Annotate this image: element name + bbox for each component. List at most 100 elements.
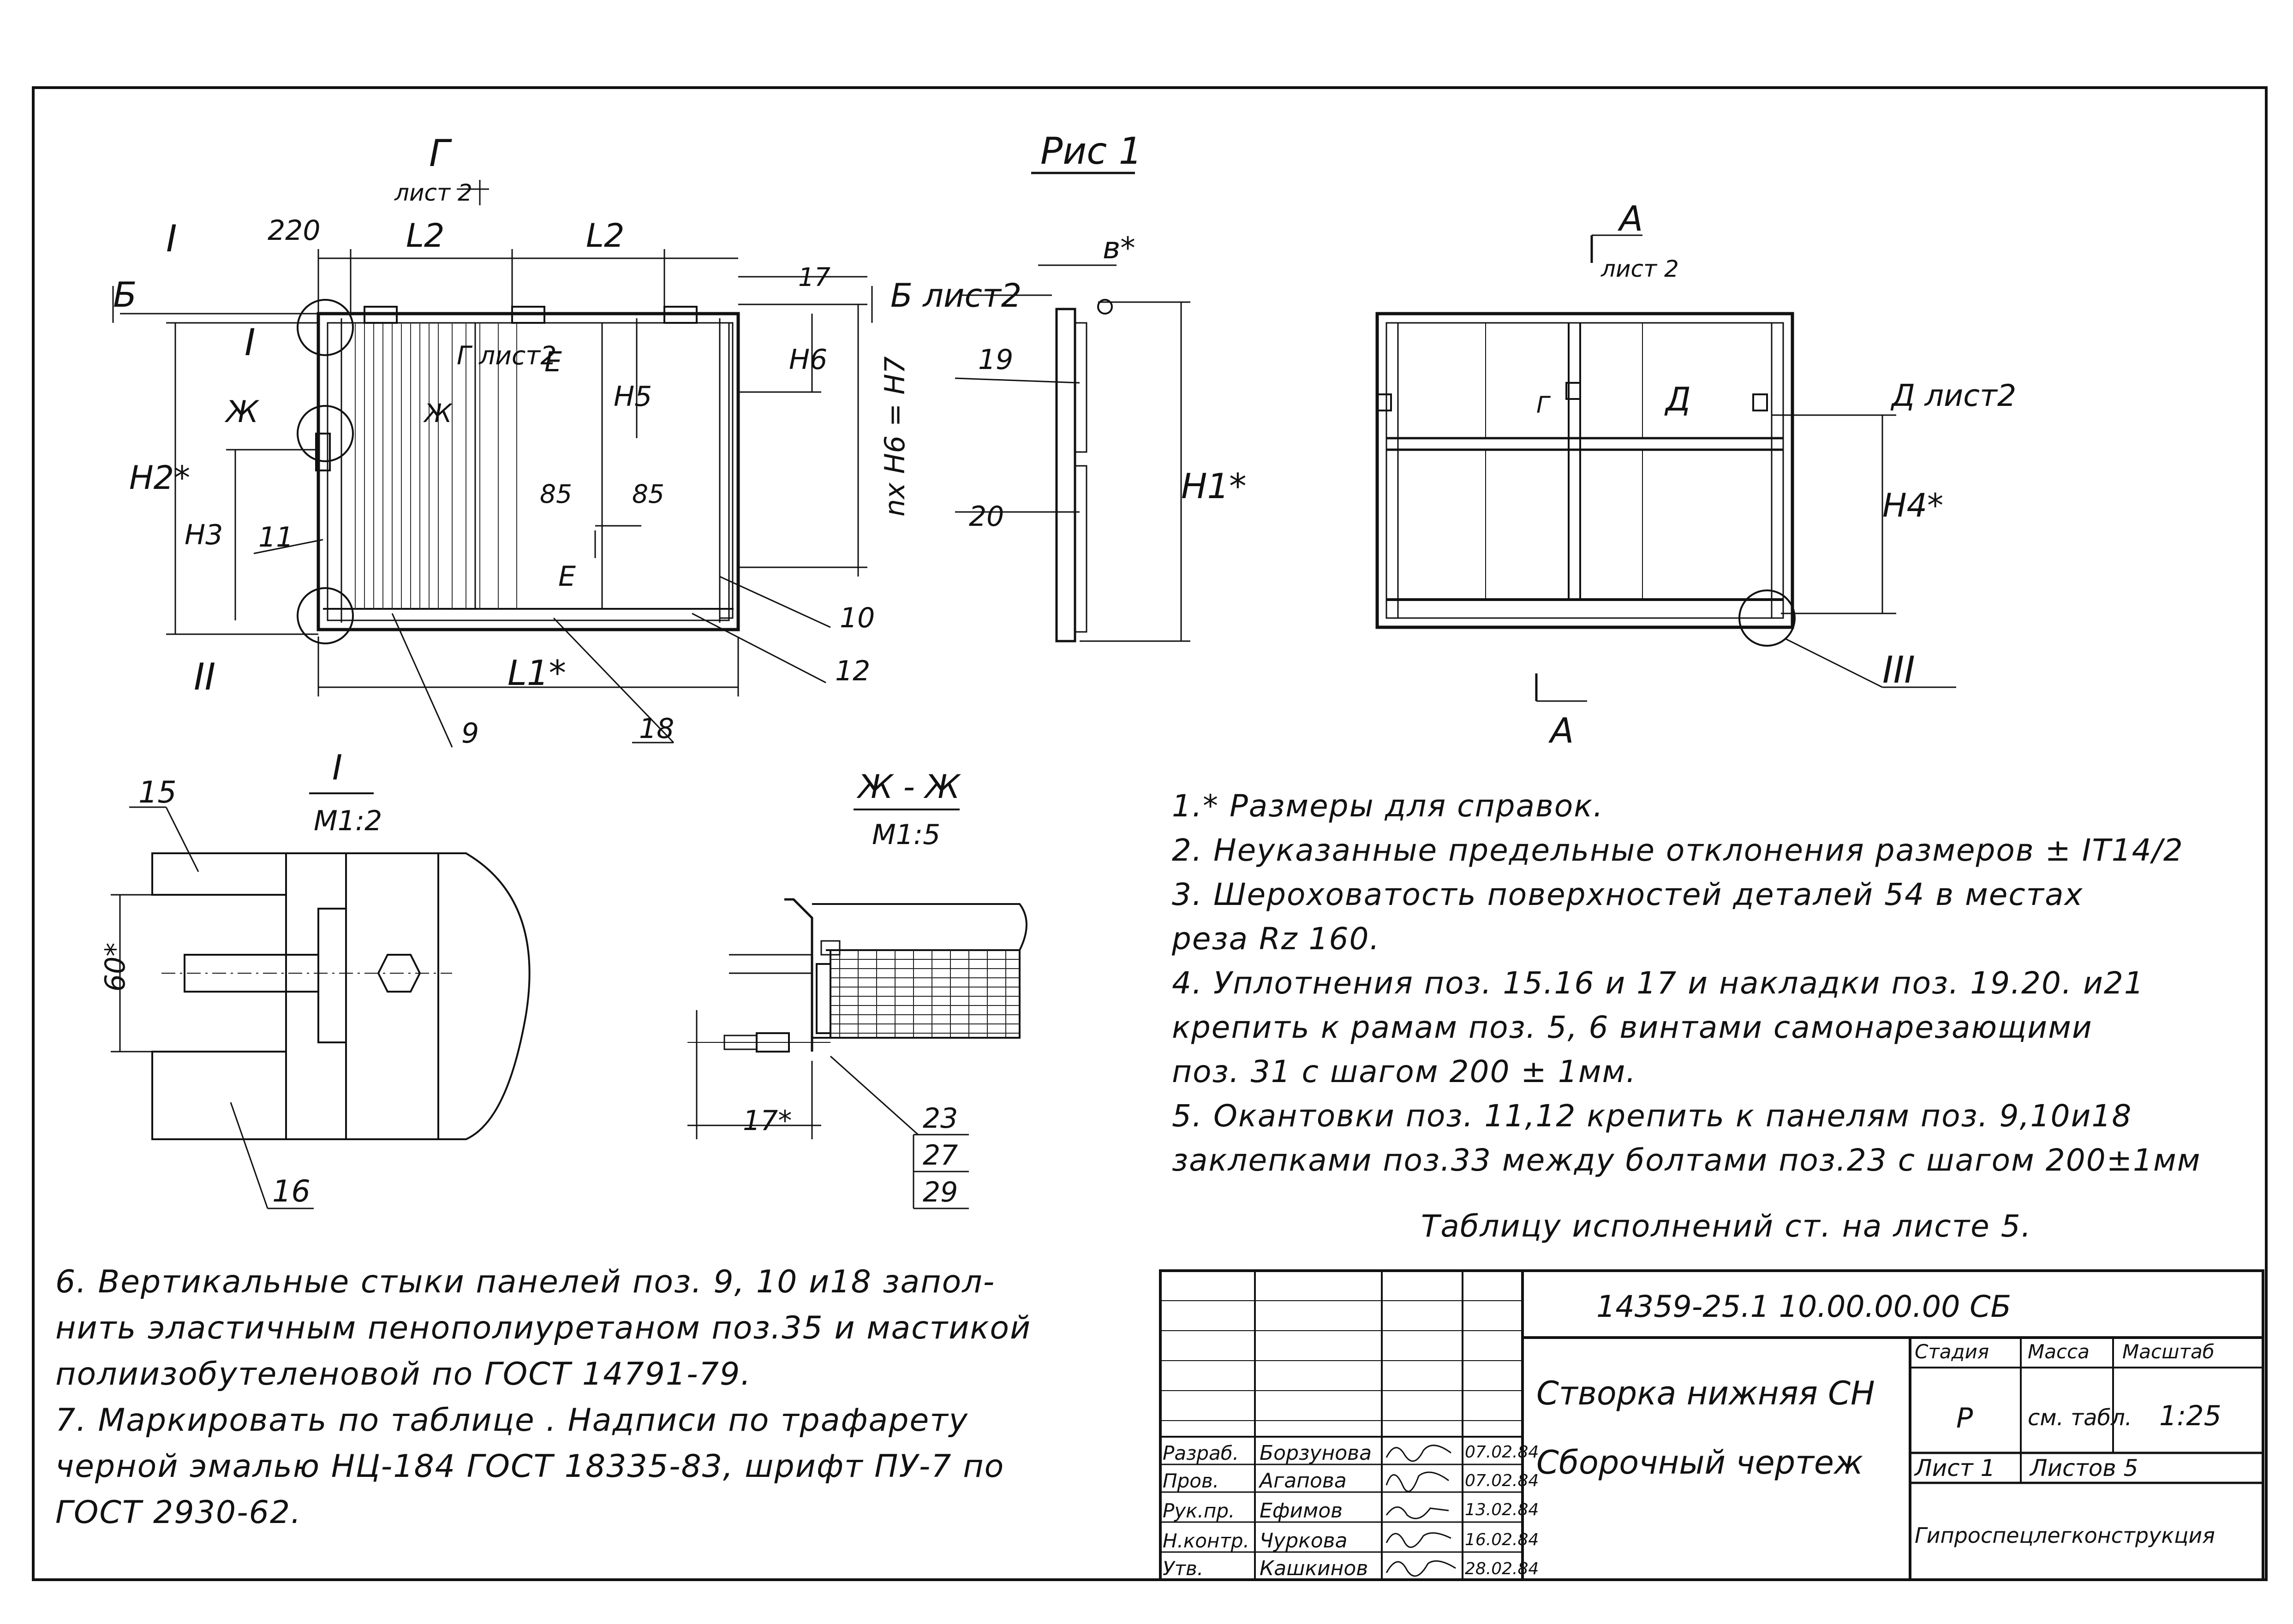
pos-19: 19 — [978, 344, 1013, 376]
label-g-list2: Г лист2 — [457, 341, 556, 370]
pos-11: 11 — [258, 521, 293, 553]
note-4: 4. Уплотнения поз. 15.16 и 17 и накладки… — [1172, 965, 2144, 1001]
sheet-number: Лист 1 — [1914, 1455, 1995, 1481]
pos-23: 23 — [923, 1102, 958, 1135]
pos-27: 27 — [923, 1139, 958, 1172]
col-stage: Стадия — [1915, 1340, 1989, 1363]
note-3: 3. Шероховатость поверхностей деталей 54… — [1172, 877, 2084, 912]
label-a-list2: лист 2 — [1600, 256, 1679, 282]
note-7b: черной эмалью НЦ-184 ГОСТ 18335-83, шриф… — [55, 1448, 1005, 1485]
fig-title: Рис 1 — [1040, 130, 1142, 173]
note-6b: нить эластичным пенополиуретаном поз.35 … — [55, 1310, 1032, 1346]
pos-20: 20 — [969, 500, 1004, 533]
label-a-bot: А — [1548, 710, 1574, 751]
dim-h2: H2* — [129, 459, 190, 497]
dim-b: в* — [1103, 231, 1135, 266]
label-a-top: А — [1618, 198, 1643, 239]
label-roman2: II — [194, 655, 215, 698]
mass-value: см. табл. — [2028, 1405, 2132, 1431]
detail2-dim: 17* — [743, 1105, 792, 1137]
pos-18: 18 — [639, 713, 674, 745]
note-7c: ГОСТ 2930-62. — [55, 1494, 302, 1531]
sheet-frame — [32, 86, 2268, 1581]
pos-12: 12 — [835, 655, 870, 687]
note-3b: реза Rz 160. — [1172, 921, 1380, 957]
dim-h5: H5 — [614, 381, 652, 413]
label-zh2: Ж — [423, 399, 453, 428]
label-zh: Ж — [224, 395, 260, 429]
detail2-title: Ж - Ж — [856, 768, 961, 806]
name-4: Чуркова — [1260, 1529, 1348, 1553]
dim-h1: H1* — [1181, 466, 1247, 506]
label-g-view: Г — [429, 132, 452, 175]
note-5b: заклепками поз.33 между болтами поз.23 с… — [1172, 1142, 2201, 1178]
dim-h4: H4* — [1882, 487, 1943, 524]
label-d: Д — [1664, 381, 1691, 418]
role-5: Утв. — [1163, 1557, 1203, 1580]
detail1-title: I — [332, 747, 342, 788]
name-1: Борзунова — [1260, 1441, 1372, 1465]
detail1-dim: 60* — [99, 943, 131, 992]
main-view — [297, 299, 740, 644]
label-roman1: I — [166, 217, 177, 260]
pos-10: 10 — [840, 602, 875, 634]
doc-code: 14359-25.1 10.00.00.00 СБ — [1596, 1290, 2011, 1324]
table-reference: Таблицу исполнений ст. на листе 5. — [1421, 1208, 2032, 1244]
org-name: Гипроспецлегконструкция — [1915, 1523, 2215, 1548]
side-view — [955, 264, 1190, 642]
note-6c: полиизобутеленовой по ГОСТ 14791-79. — [55, 1356, 752, 1392]
dim-h6: H6 — [789, 344, 827, 376]
scale-value: 1:25 — [2159, 1400, 2221, 1432]
note-6: 6. Вертикальные стыки панелей поз. 9, 10… — [55, 1264, 996, 1300]
role-2: Пров. — [1163, 1469, 1219, 1492]
detail-zh: Ж - Ж М1:5 — [687, 768, 1027, 1209]
dim-220: 220 — [268, 214, 321, 247]
date-1: 07.02.84 — [1465, 1443, 1539, 1462]
section-a-view — [1375, 234, 1956, 702]
name-5: Кашкинов — [1260, 1557, 1368, 1580]
note-1: 1.* Размеры для справок. — [1172, 788, 1604, 824]
pos-9: 9 — [461, 717, 479, 750]
role-4: Н.контр. — [1163, 1529, 1249, 1552]
main-view-dimensions — [112, 180, 873, 696]
note-4c: поз. 31 с шагом 200 ± 1мм. — [1172, 1054, 1637, 1089]
title-block — [1159, 1269, 2264, 1581]
detail1-scale: М1:2 — [314, 805, 382, 837]
col-scale: Масштаб — [2122, 1340, 2215, 1363]
dim-17: 17 — [798, 262, 830, 292]
dim-85b: 85 — [632, 479, 664, 509]
label-d-list2: Д лист2 — [1890, 379, 2016, 413]
pos-15: 15 — [138, 775, 177, 810]
note-7: 7. Маркировать по таблице . Надписи по т… — [55, 1402, 969, 1439]
date-2: 07.02.84 — [1465, 1471, 1539, 1490]
dim-85a: 85 — [540, 479, 572, 509]
detail2-scale: М1:5 — [872, 819, 940, 851]
role-3: Рук.пр. — [1163, 1499, 1235, 1522]
signatures — [1385, 1445, 1456, 1577]
stage-value: Р — [1956, 1402, 1973, 1434]
dim-h3: H3 — [185, 519, 223, 551]
notes-left: 6. Вертикальные стыки панелей поз. 9, 10… — [55, 1259, 1031, 1536]
title-name-1: Створка нижняя СН — [1536, 1374, 1875, 1412]
label-g-small: Г — [1536, 392, 1551, 418]
title-name-2: Сборочный чертеж — [1536, 1444, 1863, 1481]
note-5: 5. Окантовки поз. 11,12 крепить к панеля… — [1172, 1098, 2132, 1134]
pos-29: 29 — [923, 1176, 958, 1208]
pos-16: 16 — [272, 1174, 311, 1209]
label-e-bot: Е — [558, 560, 576, 593]
date-5: 28.02.84 — [1465, 1559, 1539, 1578]
date-4: 16.02.84 — [1465, 1530, 1539, 1549]
label-b-view: Б — [113, 274, 137, 315]
dim-l1: L1* — [508, 653, 566, 693]
date-3: 13.02.84 — [1465, 1500, 1539, 1519]
dim-nh6: nх H6 = H7 — [879, 356, 911, 517]
dim-l2b: L2 — [586, 217, 625, 255]
label-e-top: Е — [544, 346, 562, 378]
col-mass: Масса — [2028, 1340, 2090, 1363]
sheets-total: Листов 5 — [2029, 1455, 2138, 1481]
name-3: Ефимов — [1260, 1499, 1343, 1523]
dim-l2a: L2 — [406, 217, 445, 255]
notes-right: 1.* Размеры для справок. 2. Неуказанные … — [1172, 784, 2201, 1183]
note-2: 2. Неуказанные предельные отклонения раз… — [1172, 833, 2184, 868]
